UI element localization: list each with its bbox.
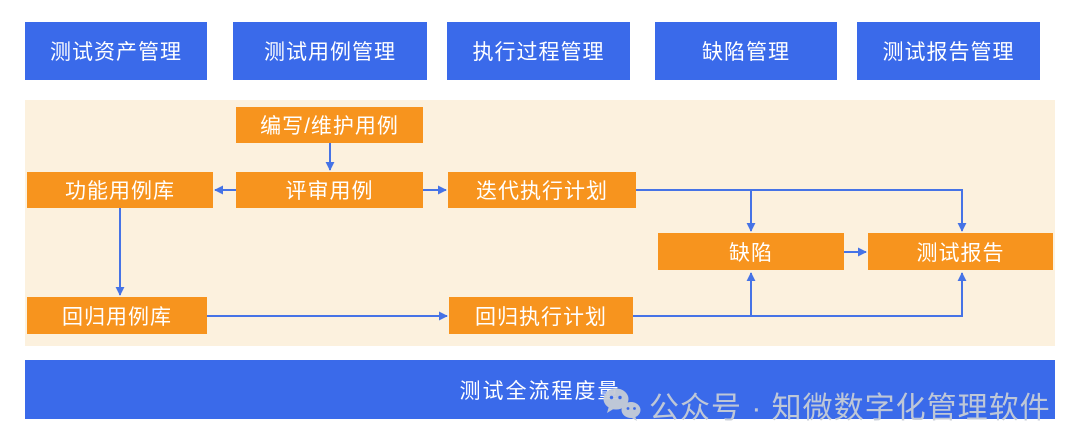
flow-node-regression-case-library: 回归用例库	[27, 297, 207, 334]
top-tab-test-report-mgmt: 测试报告管理	[857, 22, 1040, 80]
flow-node-review-case: 评审用例	[236, 172, 423, 208]
top-tab-test-asset-mgmt: 测试资产管理	[25, 22, 207, 80]
bottom-bar-full-process-metrics: 测试全流程度量	[25, 360, 1055, 419]
flow-node-defect: 缺陷	[658, 233, 844, 270]
flow-node-test-report: 测试报告	[868, 233, 1053, 270]
bottom-bar-label: 测试全流程度量	[459, 379, 621, 403]
flow-node-regression-exec-plan: 回归执行计划	[449, 297, 633, 334]
top-tab-execution-process-mgmt: 执行过程管理	[447, 22, 630, 80]
flow-node-iteration-exec-plan: 迭代执行计划	[448, 172, 636, 208]
top-tab-defect-mgmt: 缺陷管理	[655, 22, 837, 80]
top-tab-test-case-mgmt: 测试用例管理	[233, 22, 427, 80]
flow-node-function-case-library: 功能用例库	[27, 172, 213, 208]
flow-node-write-maintain-case: 编写/维护用例	[236, 107, 423, 143]
